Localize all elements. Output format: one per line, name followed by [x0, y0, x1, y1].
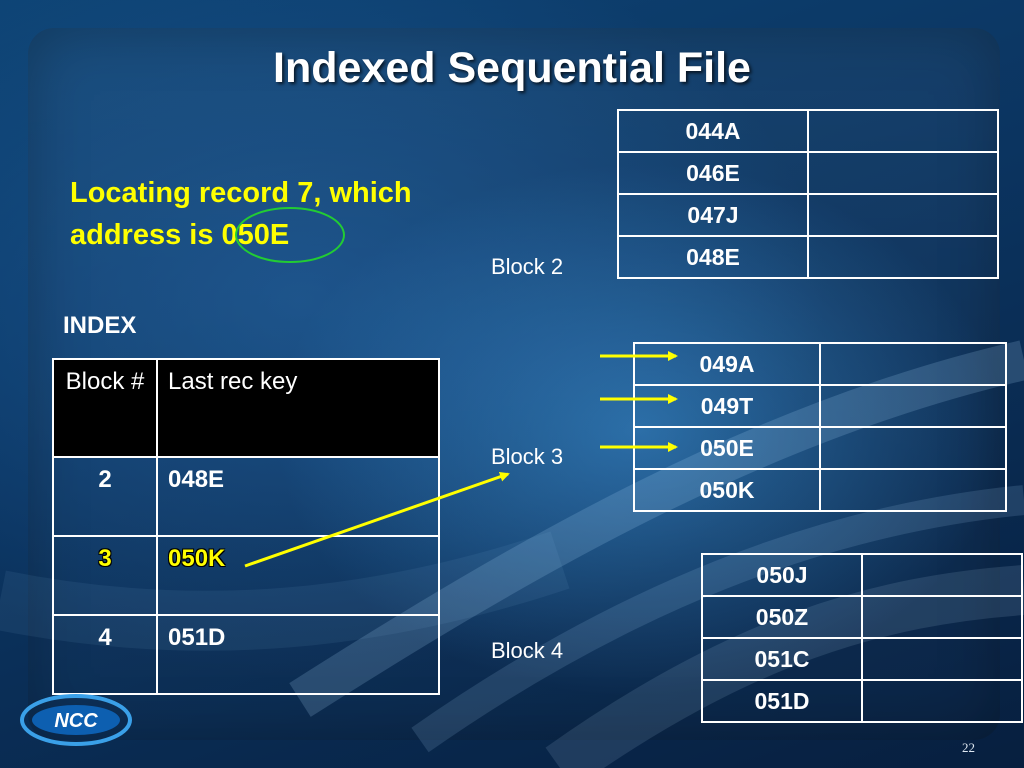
record-data-cell	[819, 384, 1007, 428]
table-row: 047J	[617, 193, 999, 237]
record-key-cell: 048E	[617, 235, 809, 279]
table-row: 048E	[617, 235, 999, 279]
index-table: Block # Last rec key 2 048E 3 050K 4 051…	[52, 358, 440, 695]
index-key-cell: 050K	[156, 535, 440, 616]
locating-text: Locating record 7, which address is 050E	[70, 177, 412, 251]
block-2-table: 044A 046E 047J 048E	[617, 109, 999, 279]
record-data-cell	[819, 426, 1007, 470]
table-row: 4 051D	[52, 614, 440, 695]
table-row: 049T	[633, 384, 1007, 428]
table-row: 050K	[633, 468, 1007, 512]
table-row-highlighted: 3 050K	[52, 535, 440, 616]
record-data-cell	[861, 679, 1023, 723]
table-row: 044A	[617, 109, 999, 153]
record-data-cell	[861, 637, 1023, 681]
record-key-cell: 050J	[701, 553, 863, 597]
index-key-cell: 048E	[156, 456, 440, 537]
record-key-cell: 050Z	[701, 595, 863, 639]
table-row: 049A	[633, 342, 1007, 386]
block-3-table: 049A 049T 050E 050K	[633, 342, 1007, 512]
record-key-cell: 046E	[617, 151, 809, 195]
record-key-cell: 049A	[633, 342, 821, 386]
record-key-cell: 044A	[617, 109, 809, 153]
block-4-table: 050J 050Z 051C 051D	[701, 553, 1023, 723]
record-data-cell	[819, 468, 1007, 512]
block-4-label: Block 4	[491, 638, 564, 663]
record-key-cell: 051D	[701, 679, 863, 723]
record-key-cell: 050K	[633, 468, 821, 512]
record-data-cell	[861, 553, 1023, 597]
record-data-cell	[807, 193, 999, 237]
table-row: 050E	[633, 426, 1007, 470]
slide-title: Indexed Sequential File	[273, 44, 751, 92]
header-last-rec-key: Last rec key	[156, 358, 440, 458]
record-data-cell	[807, 109, 999, 153]
index-block-cell: 2	[52, 456, 158, 537]
ncc-logo: NCC	[20, 694, 132, 746]
table-row: 051C	[701, 637, 1023, 681]
record-data-cell	[819, 342, 1007, 386]
index-label: INDEX	[63, 312, 137, 339]
table-row: 046E	[617, 151, 999, 195]
index-block-cell: 3	[52, 535, 158, 616]
record-key-cell: 047J	[617, 193, 809, 237]
table-row: 051D	[701, 679, 1023, 723]
index-header-row: Block # Last rec key	[52, 358, 440, 458]
table-row: 050Z	[701, 595, 1023, 639]
record-data-cell	[861, 595, 1023, 639]
block-2-label: Block 2	[491, 254, 564, 279]
record-key-cell: 051C	[701, 637, 863, 681]
header-block-number: Block #	[52, 358, 158, 458]
index-key-cell: 051D	[156, 614, 440, 695]
record-key-cell: 050E	[633, 426, 821, 470]
index-block-cell: 4	[52, 614, 158, 695]
record-data-cell	[807, 235, 999, 279]
record-data-cell	[807, 151, 999, 195]
record-key-cell: 049T	[633, 384, 821, 428]
table-row: 2 048E	[52, 456, 440, 537]
block-3-label: Block 3	[491, 444, 564, 469]
table-row: 050J	[701, 553, 1023, 597]
logo-text: NCC	[54, 710, 98, 732]
page-number: 22	[962, 740, 975, 755]
